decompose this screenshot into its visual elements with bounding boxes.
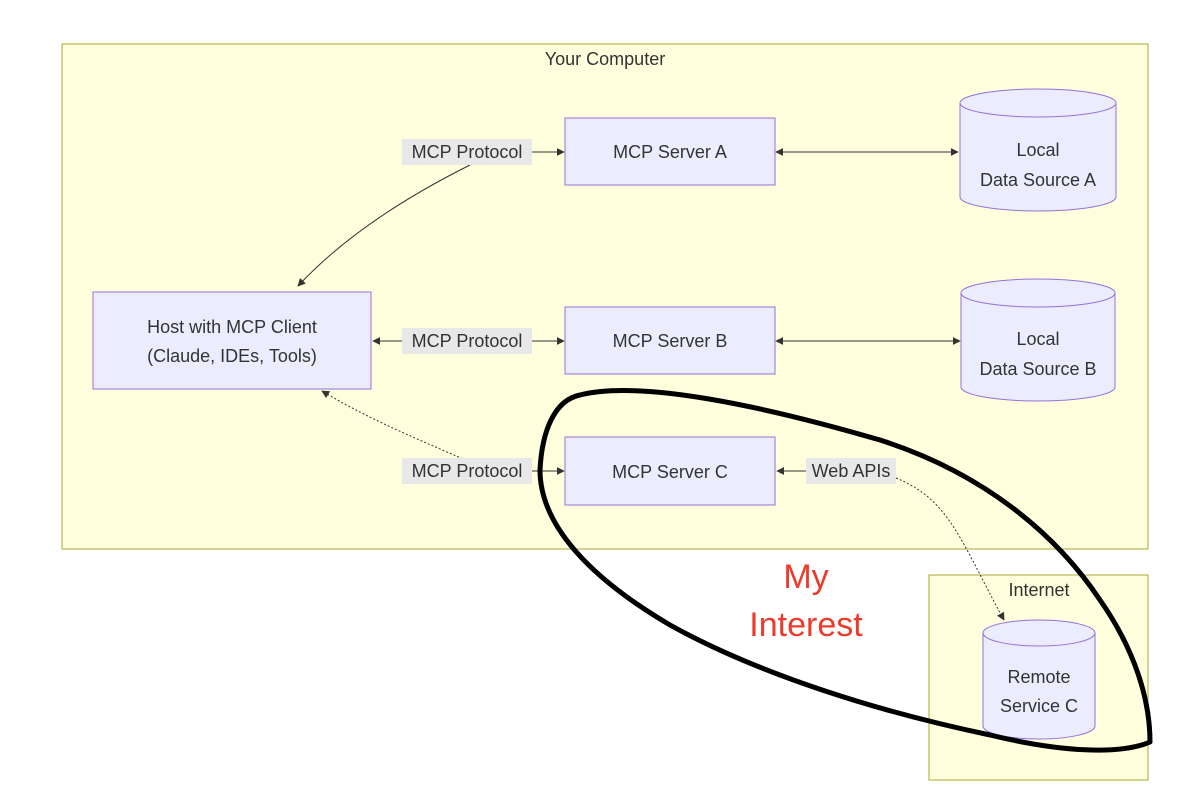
annotation-line2: Interest — [749, 606, 863, 644]
local-b-label-line2: Data Source B — [979, 359, 1096, 379]
node-server-a[interactable]: MCP Server A — [564, 117, 776, 186]
local-b-label-line1: Local — [1016, 329, 1059, 349]
edge-web-label-to-remote — [895, 477, 1005, 621]
server-c-label: MCP Server C — [612, 462, 728, 482]
node-server-c[interactable]: MCP Server C — [564, 436, 776, 506]
remote-label-line1: Remote — [1007, 667, 1070, 687]
edge-label-web-text: Web APIs — [812, 461, 891, 481]
server-a-label: MCP Server A — [613, 142, 727, 162]
cluster-your-computer-title: Your Computer — [545, 49, 665, 69]
edge-label-c-text: MCP Protocol — [412, 461, 523, 481]
host-label-line1: Host with MCP Client — [147, 317, 317, 337]
node-server-b[interactable]: MCP Server B — [564, 306, 776, 375]
local-a-label-line2: Data Source A — [980, 170, 1096, 190]
host-label-line2: (Claude, IDEs, Tools) — [147, 346, 317, 366]
cluster-internet-title: Internet — [1008, 580, 1069, 600]
edge-label-b-text: MCP Protocol — [412, 331, 523, 351]
edge-label-c-to-host — [321, 390, 471, 463]
edge-label-b: MCP Protocol — [402, 328, 532, 354]
edge-label-web: Web APIs — [806, 458, 896, 484]
node-local-data-a[interactable]: Local Data Source A — [959, 88, 1117, 212]
node-host[interactable]: Host with MCP Client (Claude, IDEs, Tool… — [92, 291, 372, 390]
edge-label-c: MCP Protocol — [402, 458, 532, 484]
hand-drawn-circle — [537, 388, 1153, 753]
server-b-label: MCP Server B — [613, 331, 728, 351]
local-a-label-line1: Local — [1016, 140, 1059, 160]
node-remote-service-c[interactable]: Remote Service C — [982, 619, 1096, 740]
annotation-line1: My — [783, 558, 828, 596]
edge-server-a-to-host — [297, 164, 471, 287]
remote-label-line2: Service C — [1000, 696, 1078, 716]
edge-label-a-text: MCP Protocol — [412, 142, 523, 162]
node-local-data-b[interactable]: Local Data Source B — [960, 278, 1116, 402]
edge-label-a: MCP Protocol — [402, 139, 532, 165]
